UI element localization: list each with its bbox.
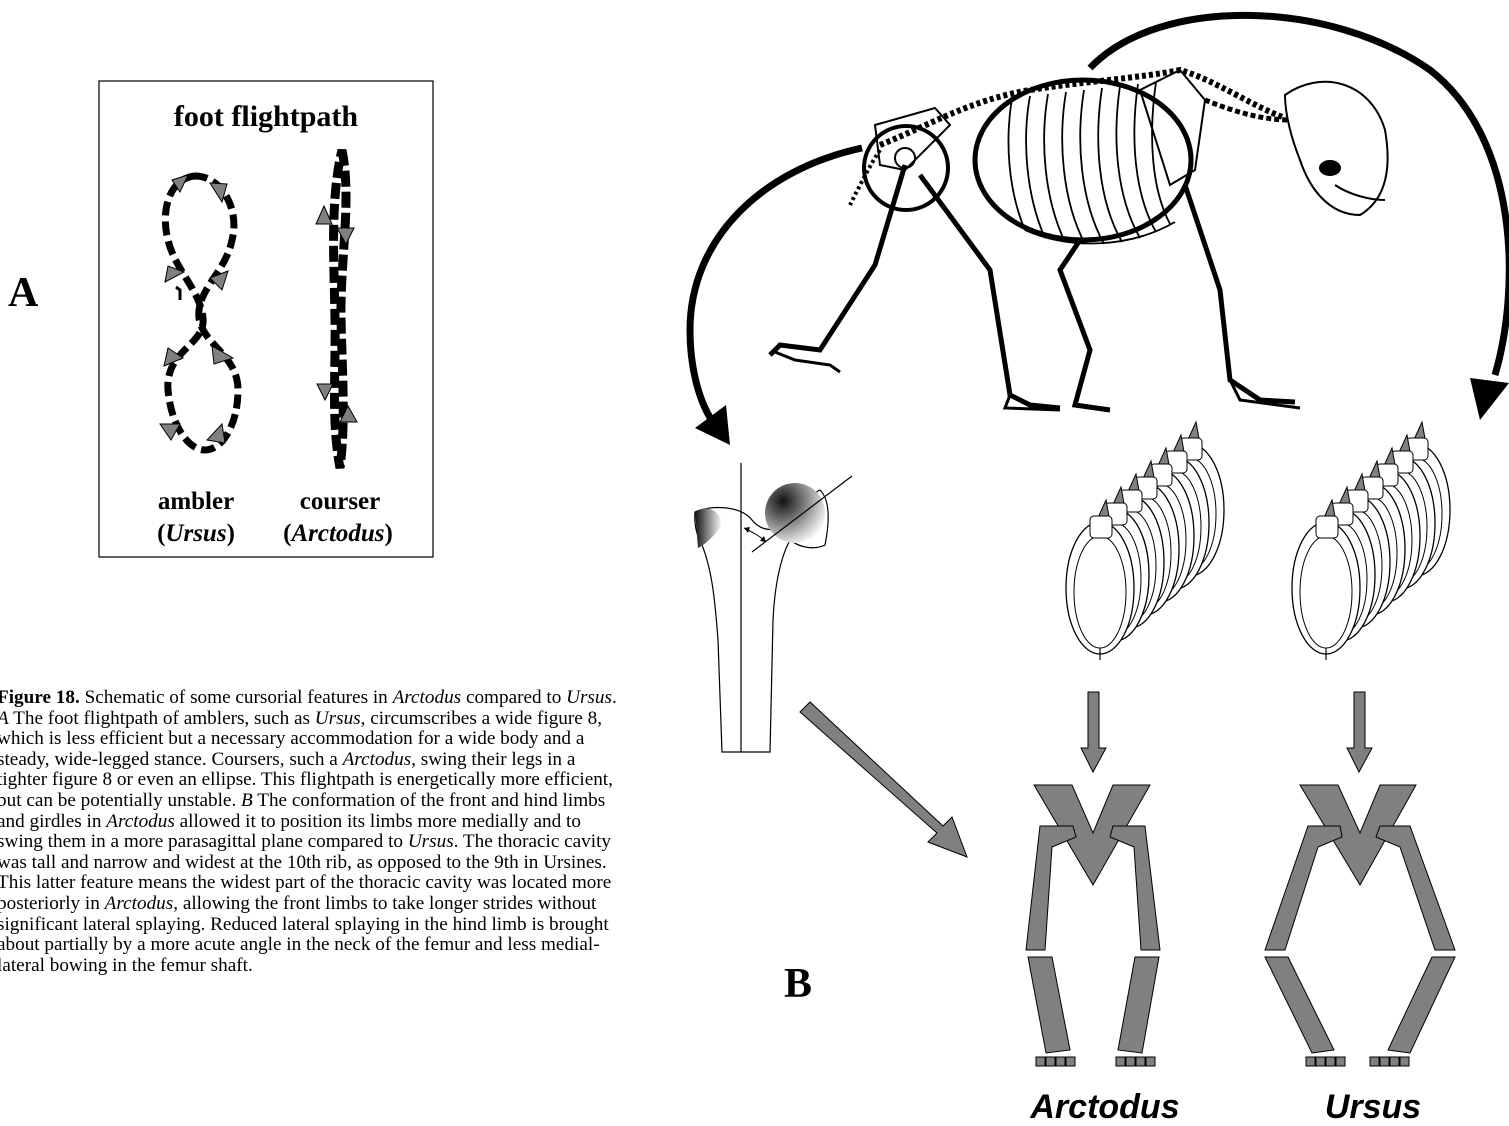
caption-italic-term: Arctodus xyxy=(105,893,174,914)
toes-left-ursus xyxy=(1306,1057,1345,1066)
caption-italic-term: A xyxy=(0,708,9,729)
vertebra-body xyxy=(1090,516,1112,538)
caption-italic-term: B xyxy=(241,790,253,811)
thorax-highlight-ellipse xyxy=(975,80,1191,240)
ribcage-down-arrow-arctodus xyxy=(1081,692,1106,772)
caption-text: The foot flightpath of amblers, such as xyxy=(9,708,315,729)
toes-left-arctodus xyxy=(1036,1057,1075,1066)
vertebra-body xyxy=(1316,516,1338,538)
ribcage-schematic-arctodus xyxy=(1066,422,1224,660)
caption-italic-term: Arctodus xyxy=(343,749,412,770)
courser-arrow xyxy=(337,228,354,244)
courser-genus-label: (Arctodus) xyxy=(283,520,393,547)
ambler-figure-eight-path xyxy=(165,176,238,450)
caption-body: Schematic of some cursorial features in … xyxy=(0,687,617,976)
panel-a-title: foot flightpath xyxy=(174,100,358,133)
toes-right-ursus xyxy=(1370,1057,1409,1066)
caption-italic-term: Arctodus xyxy=(106,811,175,832)
ambler-arrow xyxy=(207,424,225,443)
ambler-genus: Ursus xyxy=(165,520,226,547)
rib-ring xyxy=(1292,522,1360,654)
figure-caption: Figure 18. Schematic of some cursorial f… xyxy=(0,688,623,976)
panel-a-letter: A xyxy=(8,270,39,316)
ribcage-schematic-ursus xyxy=(1292,422,1450,660)
caption-italic-term: Ursus xyxy=(566,687,612,708)
femur-illustration xyxy=(695,463,852,752)
caption-italic-term: Ursus xyxy=(408,831,454,852)
ambler-label: ambler xyxy=(158,488,234,515)
panel-b-letter: B xyxy=(784,961,812,1007)
caption-italic-term: Ursus xyxy=(315,708,361,729)
courser-label: courser xyxy=(300,488,381,515)
species-label-arctodus: Arctodus xyxy=(1029,1088,1179,1126)
ribcage-down-arrow-ursus xyxy=(1347,692,1372,772)
femur-to-limb-arrow xyxy=(800,702,967,857)
species-label-ursus: Ursus xyxy=(1325,1088,1421,1126)
ambler-genus-label: (Ursus) xyxy=(157,520,235,547)
courser-genus: Arctodus xyxy=(289,520,384,547)
limb-schematic-arctodus xyxy=(1026,785,1160,1066)
rib-ring xyxy=(1066,522,1134,654)
caption-italic-term: Arctodus xyxy=(393,687,462,708)
limb-schematic-ursus xyxy=(1265,785,1455,1066)
caption-text: . xyxy=(612,687,617,708)
toes-right-arctodus xyxy=(1116,1057,1155,1066)
caption-text: Schematic of some cursorial features in xyxy=(80,687,393,708)
caption-text: compared to xyxy=(461,687,566,708)
panel-a-frame xyxy=(99,81,433,557)
curved-arrow-left xyxy=(690,148,862,445)
figure-number: Figure 18. xyxy=(0,687,80,708)
